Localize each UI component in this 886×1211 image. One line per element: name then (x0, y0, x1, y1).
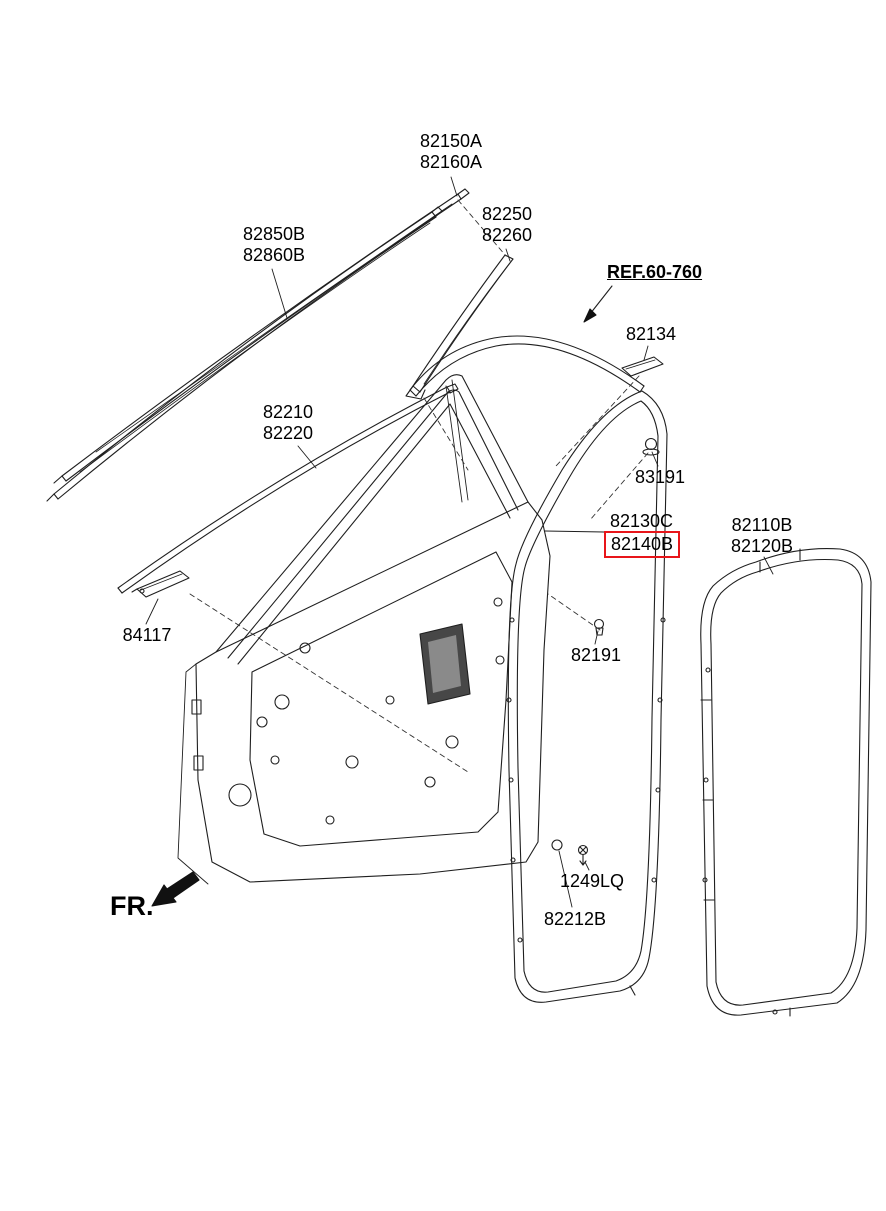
part-number-text: 82212B (543, 909, 607, 929)
part-label-82130c[interactable]: 82130C (610, 511, 673, 532)
part-number-text: 82150A (419, 131, 483, 151)
frame-moulding-82250-drawing (405, 254, 514, 400)
part-number-text: 82191 (570, 645, 622, 665)
ref-text: REF.60-760 (607, 262, 703, 282)
weatherstrip-82130-drawing (506, 390, 668, 1003)
part-number-text: 82160A (419, 152, 483, 172)
ref-arrow (583, 285, 613, 323)
part-number-text: 82260 (481, 225, 533, 245)
part-number-text: 82210 (262, 402, 314, 422)
part-number-text: 82130C (610, 511, 674, 531)
moulding-82850-drawing (46, 206, 443, 502)
part-number-text: 82140B (611, 534, 674, 554)
fr-text: FR. (110, 891, 154, 921)
part-label-82850[interactable]: 82850B 82860B (228, 224, 320, 266)
part-label-82150[interactable]: 82150A 82160A (405, 131, 497, 173)
part-number-text: 82134 (625, 324, 677, 344)
part-number-text: 82110B (731, 515, 793, 535)
part-label-82250[interactable]: 82250 82260 (461, 204, 553, 246)
part-number-text: 82860B (242, 245, 306, 265)
clip-82191-drawing (593, 618, 605, 636)
screw-1249lq-drawing (551, 839, 589, 866)
part-number-text: 82220 (262, 423, 314, 443)
glass-run-channel-drawing (409, 335, 645, 397)
part-number-text: 83191 (634, 467, 686, 487)
part-label-83191[interactable]: 83191 (622, 467, 698, 488)
part-label-1249lq[interactable]: 1249LQ (550, 871, 634, 892)
part-label-82210[interactable]: 82210 82220 (242, 402, 334, 444)
part-number-text: 82250 (481, 204, 533, 224)
part-label-82212b[interactable]: 82212B (533, 909, 617, 930)
part-label-82191[interactable]: 82191 (558, 645, 634, 666)
part-label-84117[interactable]: 84117 (109, 625, 185, 646)
part-label-82110[interactable]: 82110B 82120B (716, 515, 808, 557)
part-number-text: 82850B (242, 224, 306, 244)
part-label-82140b-highlighted[interactable]: 82140B (604, 531, 681, 558)
leader-lines (145, 176, 774, 908)
part-number-text: 1249LQ (559, 871, 625, 891)
highlight-box: 82140B (604, 531, 681, 558)
end-piece-84117-drawing (131, 570, 190, 598)
part-number-text: 82120B (730, 536, 794, 556)
weatherstrip-82110-drawing (700, 548, 872, 1017)
clip-82134-drawing (621, 356, 664, 377)
fr-label: FR. (110, 893, 154, 920)
grommet-hole-drawing (551, 839, 563, 851)
part-number-text: 84117 (122, 625, 172, 645)
fr-direction-arrow (151, 871, 200, 907)
moulding-82210-drawing (117, 383, 459, 594)
part-label-82134[interactable]: 82134 (613, 324, 689, 345)
plug-83191-drawing (642, 437, 660, 456)
projection-lines (189, 199, 649, 773)
ref-label-60-760[interactable]: REF.60-760 (607, 262, 702, 283)
door-panel-drawing (177, 374, 551, 885)
